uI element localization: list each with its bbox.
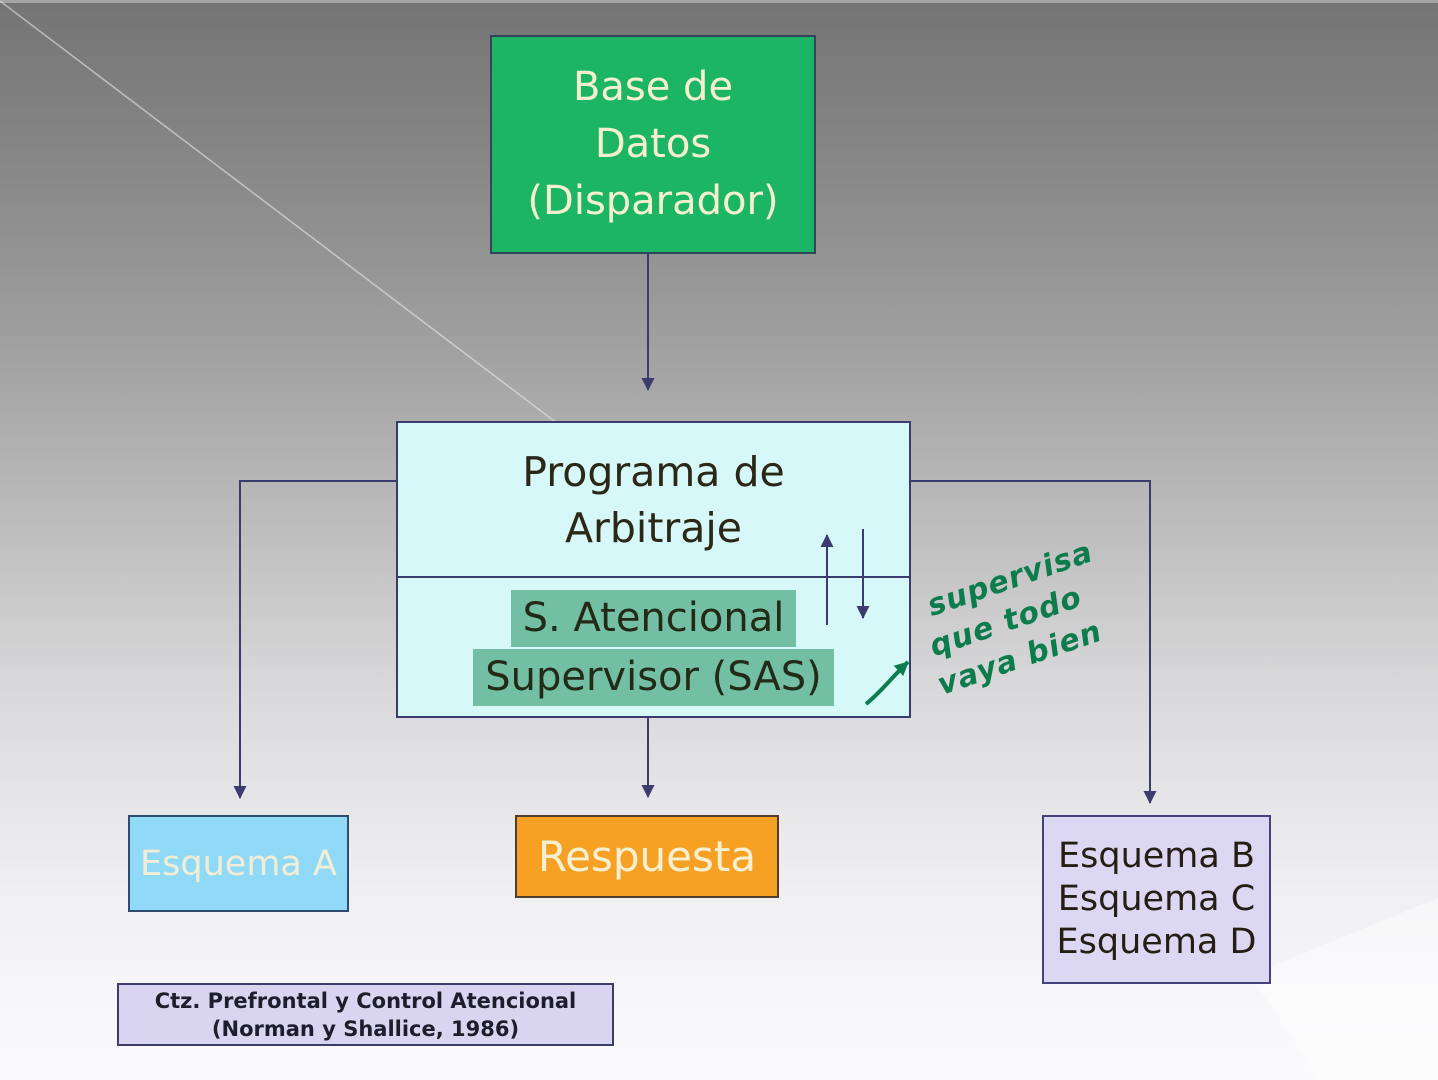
slide-top-edge-highlight	[0, 0, 1438, 3]
citation-line2: (Norman y Shallice, 1986)	[211, 1016, 520, 1041]
arbitraje-label-line1: Programa de	[522, 447, 785, 496]
database-node: Base de Datos (Disparador)	[490, 35, 816, 254]
esquema-bcd-node: Esquema B Esquema C Esquema D	[1042, 815, 1271, 984]
esquema-d-label: Esquema D	[1056, 922, 1257, 962]
arbitraje-label-line2: Arbitraje	[565, 503, 742, 552]
sas-label-line1-highlight: S. Atencional	[510, 590, 797, 647]
arbitration-program-node: Programa de Arbitraje S. Atencional Supe…	[396, 421, 911, 718]
citation-line1: Ctz. Prefrontal y Control Atencional	[154, 988, 577, 1013]
arbitration-program-section: Programa de Arbitraje	[398, 423, 909, 578]
respuesta-node: Respuesta	[515, 815, 779, 898]
database-label-line1: Base de	[572, 64, 734, 110]
respuesta-label: Respuesta	[537, 832, 757, 881]
esquema-a-node: Esquema A	[128, 815, 349, 912]
corner-decor-wedge	[1250, 898, 1438, 1080]
arrow-arbitraje-to-esquema-a	[233, 480, 396, 799]
sas-label-line2-highlight: Supervisor (SAS)	[473, 649, 834, 706]
esquema-c-label: Esquema C	[1057, 879, 1256, 919]
database-label-line2: Datos	[594, 121, 712, 167]
citation-box: Ctz. Prefrontal y Control Atencional (No…	[117, 983, 614, 1046]
handwritten-annotation: supervisa que todo vaya bien	[907, 533, 1124, 705]
database-label-line3: (Disparador)	[527, 178, 779, 224]
sas-section: S. Atencional Supervisor (SAS)	[398, 578, 909, 716]
esquema-a-label: Esquema A	[140, 843, 337, 884]
esquema-b-label: Esquema B	[1058, 836, 1255, 876]
